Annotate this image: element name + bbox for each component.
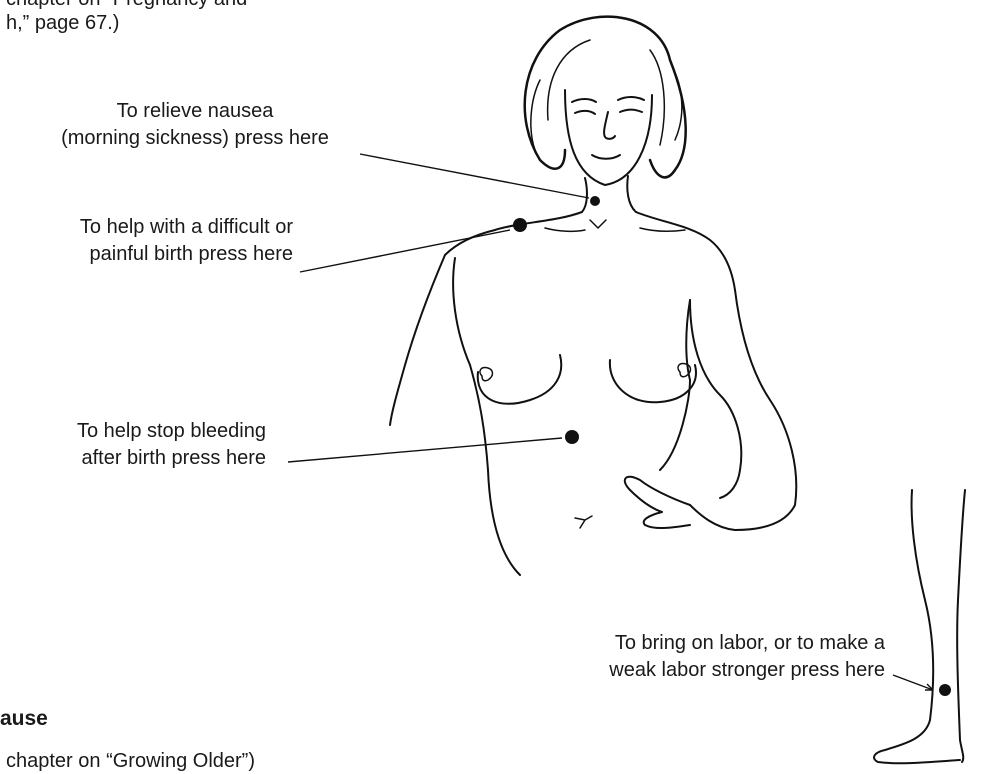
label-nausea-line-2: (morning sickness) press here <box>50 125 340 152</box>
label-difficult-birth: To help with a difficult or painful birt… <box>0 214 293 268</box>
label-bleeding-line-2: after birth press here <box>0 445 266 472</box>
label-nausea: To relieve nausea (morning sickness) pre… <box>50 98 340 152</box>
leader-labor <box>893 675 933 690</box>
torso <box>470 300 690 575</box>
right-arm <box>690 290 796 530</box>
label-difficult-birth-line-1: To help with a difficult or <box>0 214 293 241</box>
label-bleeding: To help stop bleeding after birth press … <box>0 418 266 472</box>
pressure-point-difficult-birth <box>513 218 527 232</box>
leader-bleeding <box>288 438 562 462</box>
leg <box>874 490 960 763</box>
label-nausea-line-1: To relieve nausea <box>50 98 340 125</box>
left-arm <box>390 255 470 425</box>
shoulder-right <box>636 212 735 290</box>
label-bleeding-line-1: To help stop bleeding <box>0 418 266 445</box>
leader-difficult-birth <box>300 230 510 272</box>
pressure-point-nausea <box>590 196 600 206</box>
section-subtext: chapter on “Growing Older”) <box>6 748 255 774</box>
label-difficult-birth-line-2: painful birth press here <box>0 241 293 268</box>
label-labor-line-2: weak labor stronger press here <box>480 657 885 684</box>
section-heading: ause <box>0 707 48 731</box>
label-labor-line-1: To bring on labor, or to make a <box>480 630 885 657</box>
intro-line-2: h,” page 67.) <box>6 10 119 36</box>
pressure-point-bleeding <box>565 430 579 444</box>
leader-nausea <box>360 154 589 198</box>
pressure-point-labor <box>939 684 951 696</box>
label-labor: To bring on labor, or to make a weak lab… <box>480 630 885 684</box>
face-outline <box>565 90 652 185</box>
shoulder-left <box>445 212 582 255</box>
